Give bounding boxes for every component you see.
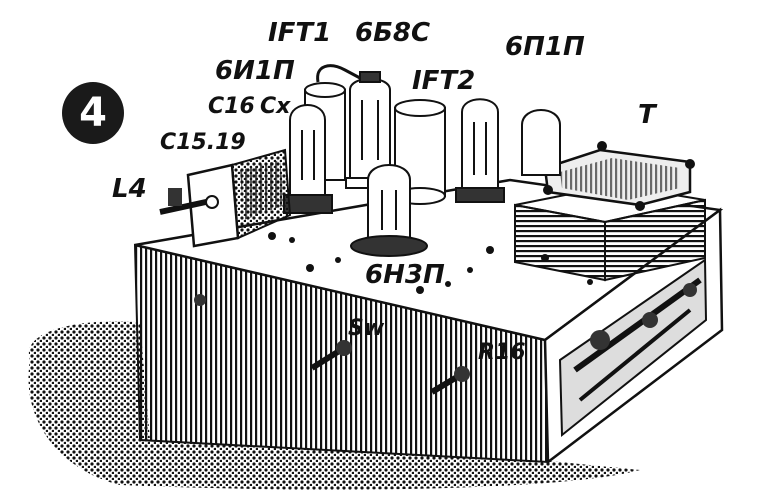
label-r16: R16 — [478, 340, 526, 365]
variable-capacitor-gang — [159, 148, 292, 248]
label-6p1p: 6П1П — [505, 32, 585, 62]
sw-switch — [310, 340, 352, 371]
label-cx: Cx — [260, 94, 291, 119]
label-ift2: IFT2 — [412, 66, 476, 96]
power-transformer — [514, 141, 706, 282]
tube-6p1p-left — [455, 98, 505, 203]
floor-shadow — [28, 321, 640, 490]
tube-6i1p — [283, 104, 333, 214]
label-6b8c: 6Б8С — [355, 18, 431, 48]
label-c16: C16 — [208, 94, 255, 119]
figure-number-badge: 4 — [62, 82, 124, 144]
label-l4: L4 — [112, 174, 147, 204]
label-sw: Sw — [348, 316, 385, 341]
tube-6p1p-right — [521, 109, 561, 176]
label-6n3p: 6Н3П — [365, 260, 445, 290]
label-c15-19: C15.19 — [160, 130, 246, 155]
label-ift1: IFT1 — [268, 18, 332, 48]
label-transformer: T — [638, 100, 656, 130]
label-6i1p: 6И1П — [215, 56, 295, 86]
tube-6n3p — [350, 164, 428, 257]
r16-potentiometer — [430, 366, 470, 395]
